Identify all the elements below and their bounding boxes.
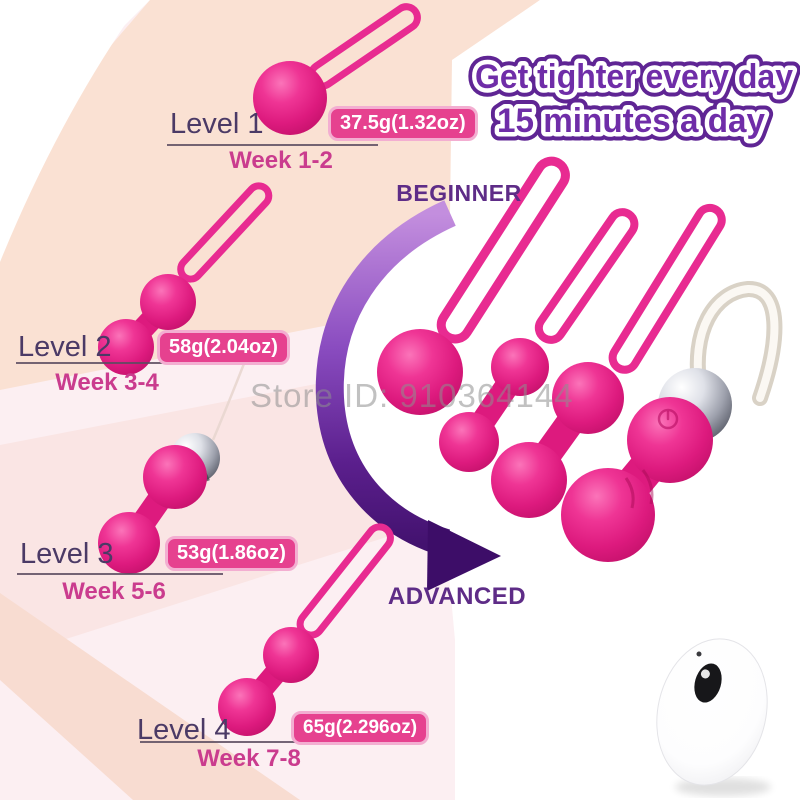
level1-label: Level 1	[170, 108, 264, 140]
display-duo-large-handle	[608, 203, 726, 374]
level2-upper-ball	[140, 274, 196, 330]
display-duo-small-handle	[534, 208, 639, 344]
level4-week-label: Week 7-8	[197, 745, 301, 772]
display-single-ball	[377, 329, 463, 415]
display-product-duo-small	[439, 208, 639, 472]
progress-arrow-arc	[315, 200, 456, 557]
display-product-single	[377, 156, 570, 415]
headline-line1-outline: Get tighter every day	[475, 58, 793, 96]
level2-lower-ball	[98, 319, 154, 375]
level3-upper-ball	[143, 445, 207, 509]
headline-line2-outline: 15 minutes a day	[497, 102, 765, 140]
display-product-egg	[561, 281, 783, 562]
level4-lower-ball	[218, 678, 276, 736]
remote-button-highlight	[700, 669, 710, 679]
fan-peach-band	[0, 593, 300, 800]
level1-ball	[253, 61, 327, 135]
level3-underline	[17, 573, 223, 575]
kegel-ball-level4	[218, 523, 394, 736]
level3-weight-badge: 53g(1.86oz)	[165, 536, 298, 571]
level2-label: Level 2	[18, 331, 112, 363]
egg-cord	[693, 284, 779, 402]
level2-weight-badge: 58g(2.04oz)	[157, 330, 290, 365]
egg-pleat-line-1	[624, 477, 635, 509]
advanced-label: ADVANCED	[387, 583, 527, 610]
display-product-duo-large	[491, 203, 726, 518]
display-duo-small-lower-ball	[439, 412, 499, 472]
headline-line1: Get tighter every day	[475, 58, 793, 96]
display-duo-large-lower-ball	[491, 442, 567, 518]
level2-loop-handle	[177, 182, 273, 283]
level4-weight-badge: 65g(2.296oz)	[291, 711, 430, 745]
beginner-label: BEGINNER	[396, 180, 522, 206]
headline: Get tighter every day Get tighter every …	[467, 50, 800, 149]
level1-underline	[167, 144, 378, 146]
display-duo-small-upper-ball	[491, 338, 549, 396]
headline-line2: 15 minutes a day	[497, 102, 765, 140]
egg-upper-body	[627, 397, 713, 483]
kegel-ball-level2	[98, 182, 273, 375]
egg-lower-ball	[561, 468, 655, 562]
level4-label: Level 4	[137, 714, 231, 746]
level1-week-label: Week 1-2	[229, 147, 333, 174]
level2-underline	[16, 362, 221, 364]
fan-white-corner	[0, 0, 142, 262]
progress-arrow-head	[427, 520, 501, 591]
progress-arrow	[315, 200, 501, 591]
level3-lower-ball	[98, 512, 160, 574]
remote-control	[656, 638, 771, 796]
level4-underline	[140, 741, 347, 743]
watermark: Store ID: 910364144	[250, 377, 574, 414]
remote-indicator-dot	[696, 651, 702, 657]
remote-body	[656, 638, 768, 786]
remote-button	[694, 663, 722, 703]
power-button-icon	[657, 408, 679, 430]
level1-weight-badge: 37.5g(1.32oz)	[328, 106, 478, 141]
level4-upper-ball	[263, 627, 319, 683]
level2-week-label: Week 3-4	[55, 369, 159, 396]
egg-pleat-line-2	[641, 469, 654, 505]
display-single-loop-handle	[436, 156, 570, 344]
kegel-ball-level3	[98, 332, 258, 574]
level3-week-label: Week 5-6	[62, 578, 166, 605]
level3-label: Level 3	[20, 538, 114, 570]
kegel-ball-level1	[253, 3, 421, 135]
display-duo-large-upper-ball	[552, 362, 624, 434]
